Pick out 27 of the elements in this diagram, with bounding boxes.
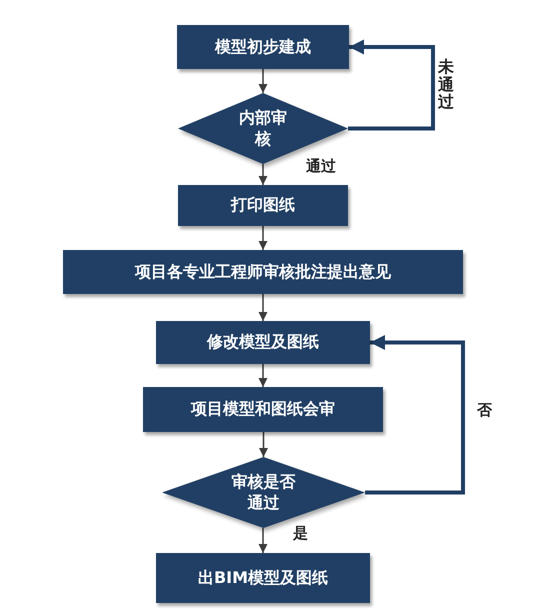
edge-label: 未通过: [438, 58, 454, 111]
process-box: [178, 185, 348, 226]
process-box: [156, 553, 370, 603]
step-text: 项目各专业工程师审核批注提出意见: [135, 262, 391, 282]
arrow: [258, 164, 268, 185]
process-box: [143, 387, 383, 432]
step-text: 模型初步建成: [215, 36, 311, 58]
arrow: [258, 226, 268, 250]
feedback-arrow: [365, 335, 465, 494]
edge-label: 否: [477, 402, 492, 418]
step-text: 打印图纸: [231, 195, 295, 216]
process-box: [177, 25, 349, 69]
edge-label: 是: [293, 525, 308, 542]
step-text: 出BIM模型及图纸: [198, 568, 328, 588]
decision-text: 内部审核: [238, 108, 288, 150]
step-text: 项目模型和图纸会审: [191, 399, 335, 420]
arrow: [259, 432, 268, 457]
edge-label: 通过: [306, 158, 336, 174]
arrow: [258, 528, 268, 553]
arrow: [258, 69, 268, 93]
step-text: 修改模型及图纸: [207, 332, 319, 353]
arrow: [258, 294, 268, 321]
feedback-arrow: [348, 40, 435, 130]
process-box: [156, 321, 370, 364]
decision-text: 审核是否通过: [230, 472, 296, 514]
arrow: [258, 364, 268, 387]
process-box: [63, 250, 463, 294]
